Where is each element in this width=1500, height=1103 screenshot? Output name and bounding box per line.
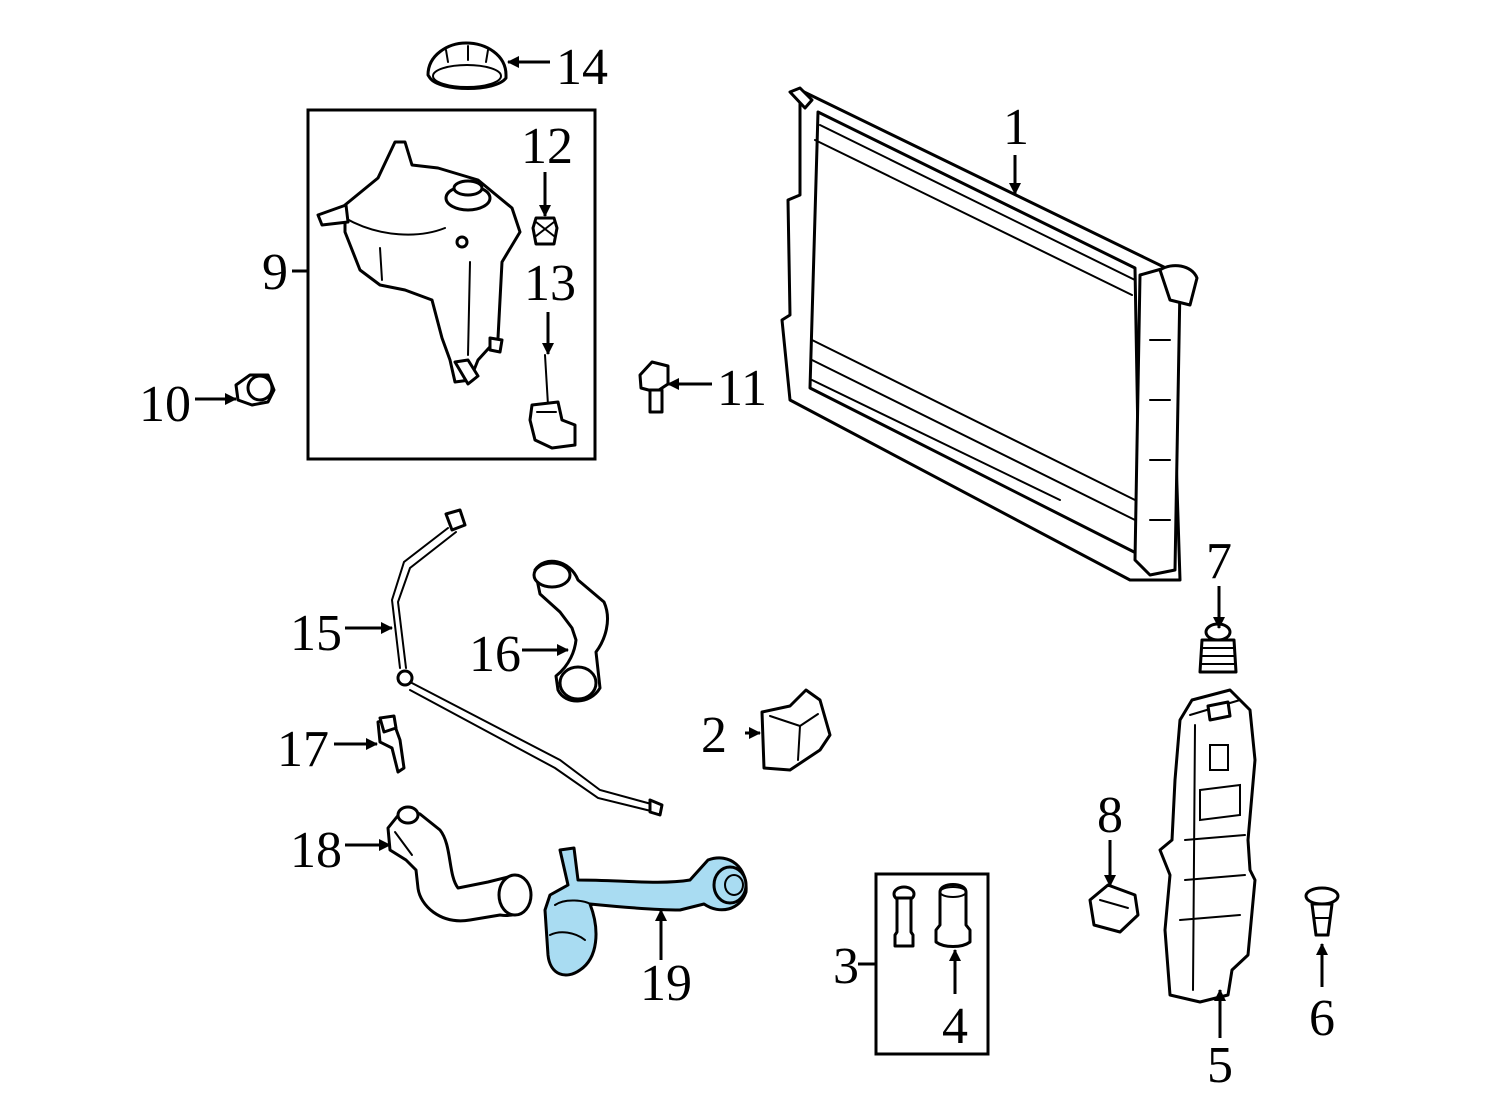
plug-kit-icon[interactable] [892,885,916,948]
bracket-icon[interactable] [760,688,832,772]
callout-17: 17 [277,721,329,778]
callout-4: 4 [942,998,968,1055]
callout-6: 6 [1309,990,1335,1047]
callout-18: 18 [290,822,342,879]
callout-7: 7 [1206,533,1232,590]
callout-3: 3 [833,938,859,995]
mount-bushing-icon[interactable] [1198,622,1238,674]
radiator-icon[interactable] [780,86,1199,582]
callout-9: 9 [262,244,288,301]
lower-hose-icon[interactable] [543,846,748,977]
coolant-hose-icon[interactable] [386,805,533,923]
callout-5: 5 [1207,1037,1233,1094]
callout-12: 12 [521,118,573,175]
bleeder-valve-icon[interactable] [376,714,406,774]
callout-8: 8 [1097,787,1123,844]
reservoir-cap-icon[interactable] [426,41,508,90]
callout-15: 15 [290,605,342,662]
callout-11: 11 [717,360,767,417]
air-duct-icon[interactable] [1158,688,1257,1004]
bolt-icon[interactable] [638,360,670,414]
callout-10: 10 [139,376,191,433]
callout-14: 14 [556,39,608,96]
reservoir-group-box [306,108,597,461]
upper-hose-icon[interactable] [532,559,609,703]
callout-13: 13 [524,255,576,312]
reservoir-tank-icon[interactable] [316,140,522,386]
callout-19: 19 [640,955,692,1012]
vent-hose-icon[interactable] [390,508,664,817]
plug-kit-group-box [874,872,990,1056]
drain-plug-icon[interactable] [531,216,559,246]
callout-16: 16 [469,626,521,683]
level-sensor-icon[interactable] [528,354,577,450]
callout-2: 2 [701,707,727,764]
clip-icon[interactable] [1088,883,1140,934]
callout-1: 1 [1003,99,1029,156]
push-pin-icon[interactable] [1304,886,1340,937]
grommet-icon[interactable] [234,373,276,407]
plug-icon[interactable] [934,883,972,948]
